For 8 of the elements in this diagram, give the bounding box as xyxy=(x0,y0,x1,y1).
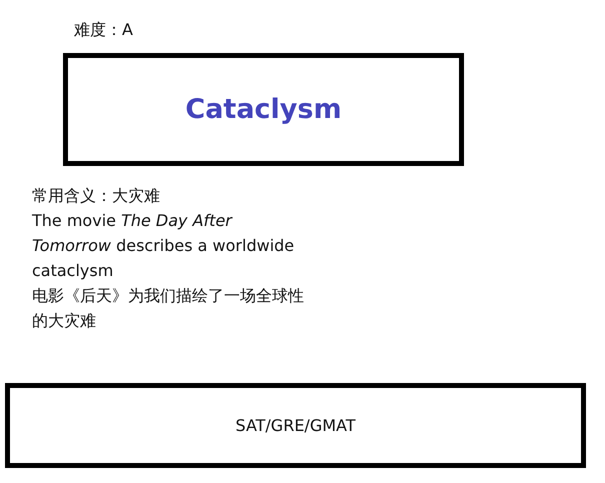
difficulty-label: 难度：A xyxy=(74,19,134,41)
meaning-label: 常用含义：大灾难 xyxy=(32,185,161,207)
headword-box xyxy=(63,53,464,166)
example-sentence: The movie The Day After Tomorrow describes a worldwide cataclysm xyxy=(32,210,296,282)
translation-sentence: 电影《后天》为我们描绘了一场全球性的大灾难 xyxy=(32,285,305,332)
exam-label: SAT/GRE/GMAT xyxy=(235,416,356,435)
exam-box xyxy=(5,383,586,468)
headword: Cataclysm xyxy=(185,94,342,125)
